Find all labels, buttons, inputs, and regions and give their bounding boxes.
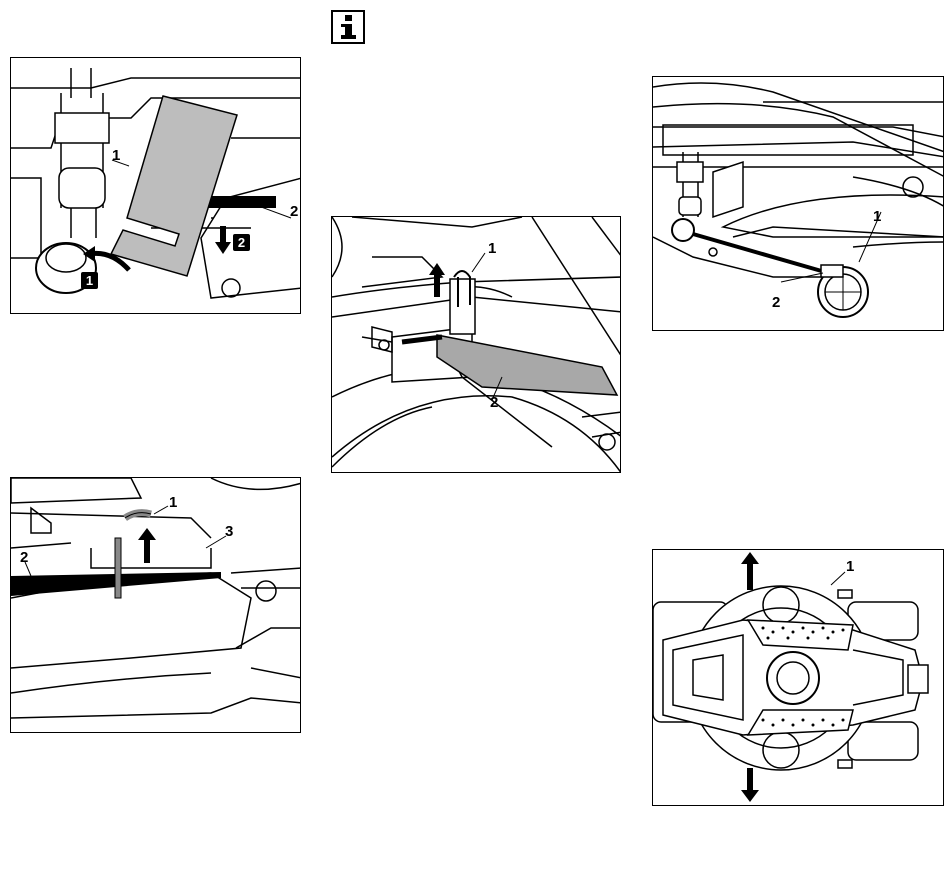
figure-clip-removal-drawing	[332, 217, 621, 473]
figure-pin-pull-label-1: 1	[169, 495, 177, 510]
figure-shield-removal-drawing	[11, 58, 301, 314]
figure-clip-removal-label-1: 1	[488, 241, 496, 256]
figure-shield-removal-step-2: 2	[233, 234, 250, 251]
info-icon	[331, 10, 365, 44]
figure-rod-detach: 1 2	[652, 76, 944, 331]
figure-shield-removal-step-1: 1	[81, 272, 98, 289]
figure-pin-pull-label-3: 3	[225, 524, 233, 539]
figure-deck-topview-drawing	[653, 550, 944, 806]
figure-pin-pull-label-2: 2	[20, 550, 28, 565]
figure-rod-detach-label-1: 1	[873, 209, 881, 224]
figure-pin-pull: 1 2 3	[10, 477, 301, 733]
figure-deck-topview: 1	[652, 549, 944, 806]
figure-rod-detach-label-2: 2	[772, 295, 780, 310]
figure-pin-pull-drawing	[11, 478, 301, 733]
figure-rod-detach-drawing	[653, 77, 944, 331]
figure-clip-removal-label-2: 2	[490, 395, 498, 410]
figure-deck-topview-label-1: 1	[846, 559, 854, 574]
figure-shield-removal: 1 2 1 2	[10, 57, 301, 314]
figure-clip-removal: 1 2	[331, 216, 621, 473]
figure-shield-removal-label-1: 1	[112, 148, 120, 163]
figure-shield-removal-label-2: 2	[290, 204, 298, 219]
